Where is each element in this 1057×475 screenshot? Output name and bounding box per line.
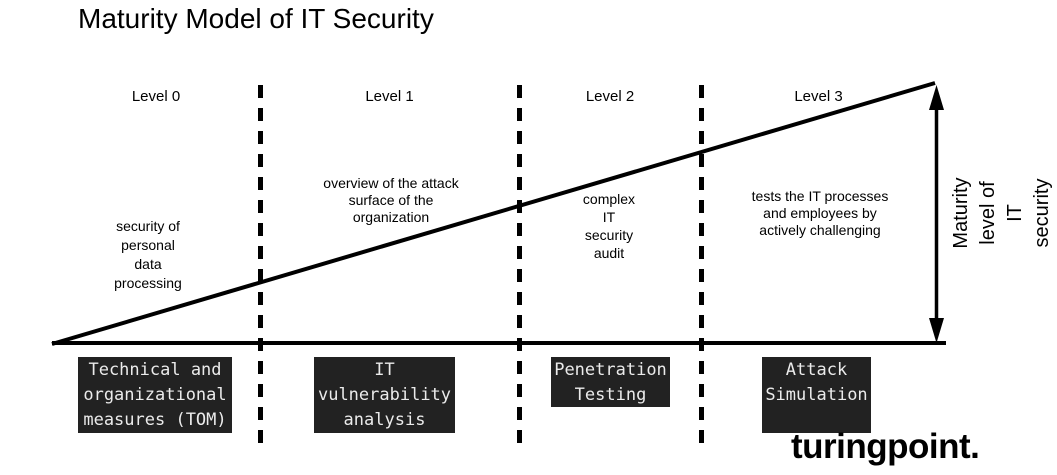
arrow-up-icon <box>929 85 944 110</box>
maturity-trend-line <box>51 81 936 346</box>
level-2-label: Level 2 <box>585 88 635 105</box>
level-1-label: Level 1 <box>365 88 414 105</box>
level-3-description: tests the IT processes and employees by … <box>751 188 889 238</box>
level-3-label: Level 3 <box>794 88 843 105</box>
level-2-measure-box: Penetration Testing <box>551 357 670 407</box>
level-1-measure-box: IT vulnerability analysis <box>314 357 455 433</box>
arrow-down-icon <box>929 318 944 343</box>
level-3-measure-box: Attack Simulation <box>762 357 871 433</box>
level-0-description: security of personal data processing <box>114 218 182 291</box>
level-0-label: Level 0 <box>131 88 181 105</box>
level-0-measure-box: Technical and organizational measures (T… <box>78 357 232 433</box>
y-axis-double-arrow <box>929 85 944 343</box>
diagram-title: Maturity Model of IT Security <box>78 3 434 34</box>
level-2-description: complex IT security audit <box>582 191 636 261</box>
y-axis-label: Maturity level of IT security <box>950 177 1053 249</box>
turingpoint-logo: turingpoint. <box>791 427 980 466</box>
level-1-description: overview of the attack surface of the or… <box>323 175 459 225</box>
